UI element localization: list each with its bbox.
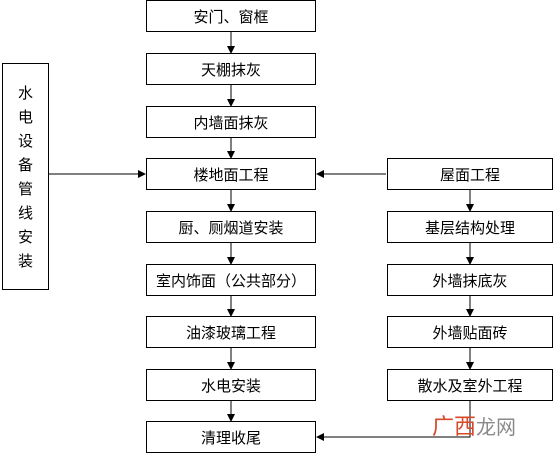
utility-char: 线 [17, 203, 33, 222]
step-base-structure: 基层结构处理 [387, 211, 553, 243]
step-exterior-base-plaster: 外墙抹底灰 [387, 264, 553, 296]
step-interior-finish: 室内饰面（公共部分） [146, 264, 316, 296]
utility-char: 装 [17, 251, 33, 270]
step-interior-wall-plaster: 内墙面抹灰 [146, 106, 316, 138]
step-exterior-tiles: 外墙贴面砖 [387, 316, 553, 348]
step-drainage-outdoor: 散水及室外工程 [387, 369, 553, 401]
utility-char: 水 [17, 83, 33, 102]
step-floor-works: 楼地面工程 [146, 158, 316, 190]
utility-char: 备 [17, 155, 33, 174]
step-water-electric: 水电安装 [146, 369, 316, 401]
step-roof-works: 屋面工程 [387, 158, 553, 190]
utility-installation-box: 水 电 设 备 管 线 安 装 [2, 63, 49, 290]
watermark: 广西龙网 [432, 409, 516, 441]
utility-char: 电 [17, 107, 33, 126]
utility-char: 安 [17, 227, 33, 246]
step-doors-windows: 安门、窗框 [146, 0, 316, 32]
watermark-red: 广西 [432, 415, 477, 440]
utility-char: 设 [17, 131, 33, 150]
watermark-gray: 龙网 [476, 415, 517, 439]
utility-char: 管 [17, 179, 33, 198]
step-flue-installation: 厨、厕烟道安装 [146, 211, 316, 243]
step-ceiling-plaster: 天棚抹灰 [146, 53, 316, 85]
step-paint-glass: 油漆玻璃工程 [146, 316, 316, 348]
step-cleanup: 清理收尾 [146, 421, 316, 453]
arrow-exterior-to-cleanup [316, 400, 471, 441]
